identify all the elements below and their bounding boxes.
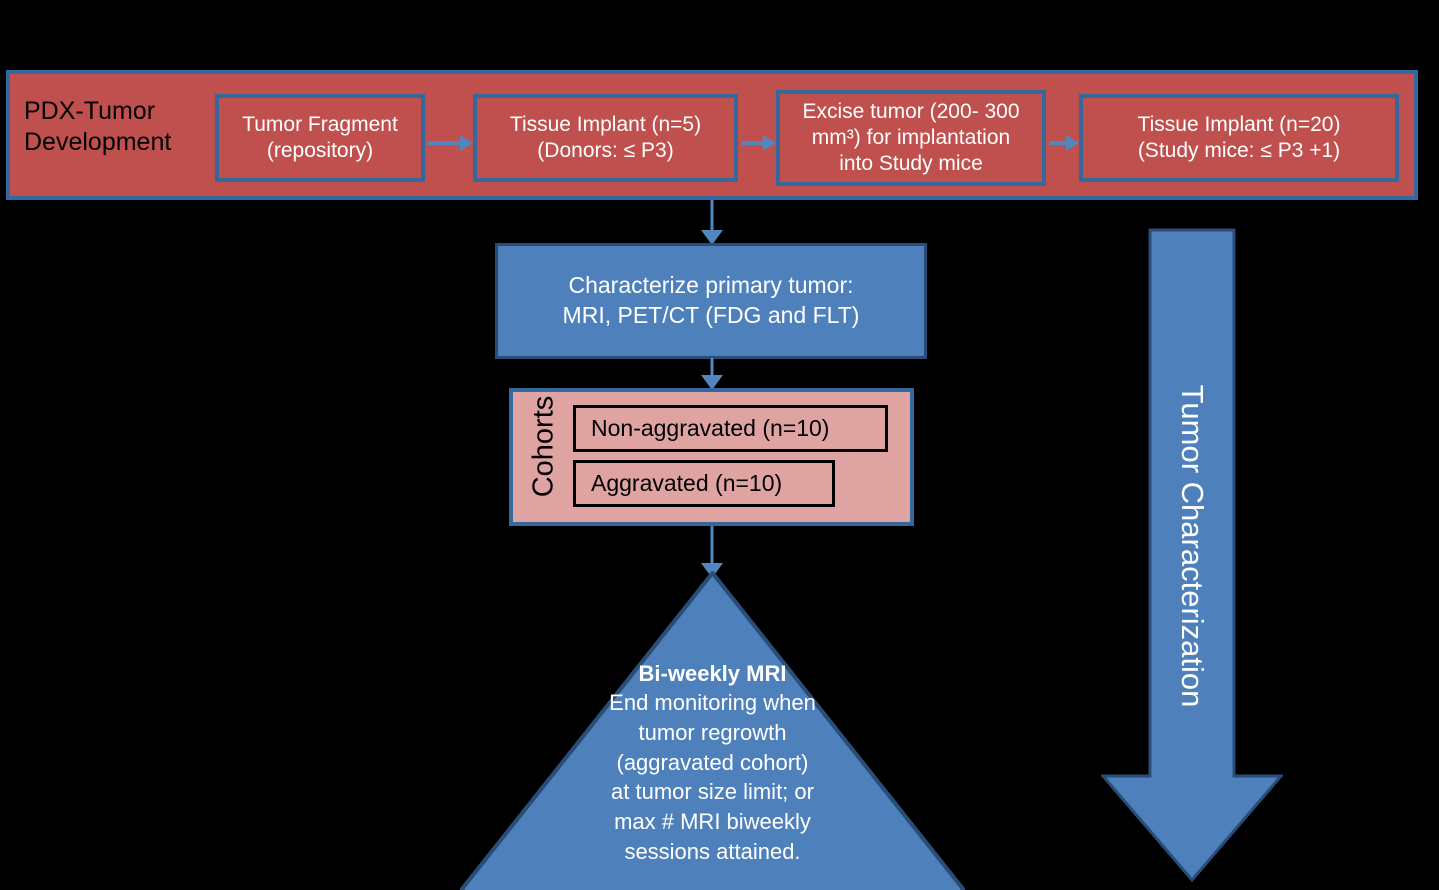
connector-arrow-down-1 — [700, 200, 724, 245]
characterize-primary-tumor-box: Characterize primary tumor: MRI, PET/CT … — [495, 243, 927, 359]
decision-diamond-bi-weekly-mri: Bi-weekly MRI End monitoring when tumor r… — [460, 571, 965, 890]
decision-diamond-body: End monitoring when tumor regrowth (aggr… — [609, 690, 816, 864]
arrow-head-icon — [460, 135, 473, 151]
arrow-line — [710, 358, 714, 377]
arrow-head-icon — [763, 135, 776, 151]
down-arrow-shape-icon — [1101, 228, 1283, 883]
arrow-line — [428, 141, 461, 145]
stage-box-excise-tumor: Excise tumor (200- 300 mm³) for implanta… — [776, 90, 1046, 186]
connector-arrow-right-2 — [741, 135, 776, 151]
decision-diamond-text: Bi-weekly MRI End monitoring when tumor r… — [460, 629, 965, 867]
arrow-line — [710, 200, 714, 232]
connector-arrow-down-2 — [700, 358, 724, 390]
tumor-characterization-arrow: Tumor Characterization — [1101, 228, 1283, 883]
cohort-item-non-aggravated: Non-aggravated (n=10) — [573, 405, 888, 452]
connector-arrow-right-1 — [428, 135, 473, 151]
arrow-line — [710, 526, 714, 565]
cohort-item-aggravated: Aggravated (n=10) — [573, 460, 835, 507]
arrow-head-icon — [701, 230, 723, 245]
stage-box-tissue-implant-study-mice: Tissue Implant (n=20) (Study mice: ≤ P3 … — [1079, 94, 1399, 182]
banner-title: PDX-Tumor Development — [24, 97, 172, 157]
decision-diamond-title: Bi-weekly MRI — [638, 660, 787, 686]
arrow-line — [1049, 141, 1067, 145]
cohorts-label: Cohorts — [527, 395, 560, 498]
arrow-head-icon — [701, 375, 723, 390]
tumor-characterization-label: Tumor Characterization — [1175, 384, 1210, 708]
arrow-line — [741, 141, 764, 145]
diamond-shape-icon — [460, 571, 965, 890]
arrow-head-icon — [1066, 135, 1079, 151]
connector-arrow-right-3 — [1049, 135, 1079, 151]
stage-box-tissue-implant-donors: Tissue Implant (n=5) (Donors: ≤ P3) — [473, 94, 738, 182]
stage-box-tumor-fragment: Tumor Fragment (repository) — [215, 94, 425, 182]
pdx-tumor-development-banner: PDX-Tumor Development Tumor Fragment (re… — [6, 70, 1418, 200]
cohorts-group-box: Cohorts Non-aggravated (n=10) Aggravated… — [509, 388, 914, 526]
